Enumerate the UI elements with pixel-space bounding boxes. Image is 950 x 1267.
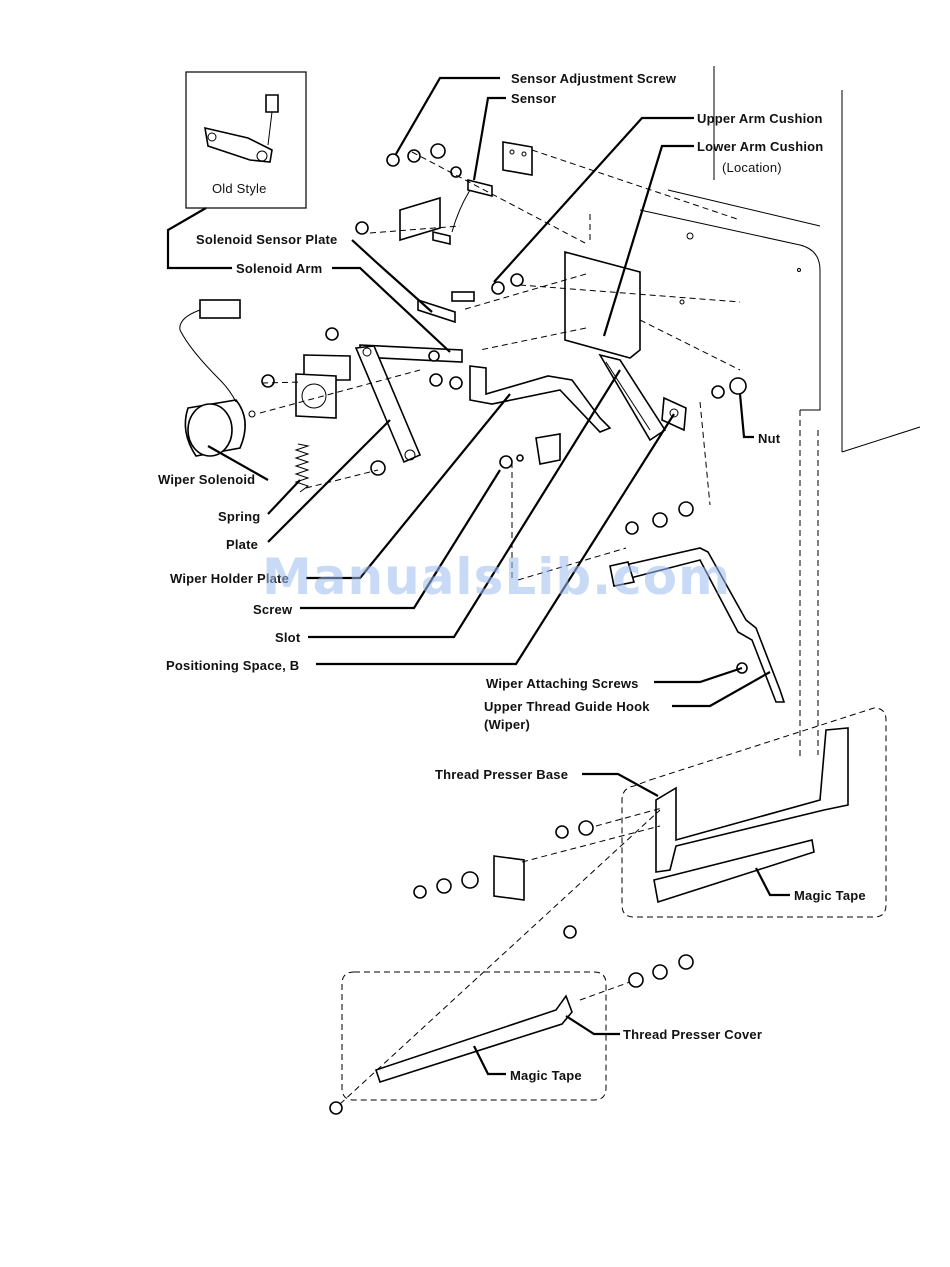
sensor-label: Sensor (511, 91, 557, 106)
wiper-arm-drawing (609, 547, 786, 703)
spring-drawing (294, 443, 379, 493)
label-leader-lines (207, 76, 790, 1076)
thread-presser-cover-label: Thread Presser Cover (623, 1027, 763, 1042)
positioning-space-label: Positioning Space, B (166, 658, 300, 673)
nut-and-washers (625, 377, 747, 535)
old-style-label: Old Style (212, 181, 267, 196)
old-style-bracket-drawing (204, 94, 279, 163)
old-style-leader (166, 207, 232, 270)
thread-presser-cover-box (341, 971, 607, 1101)
sensor-adjustment-screw-label: Sensor Adjustment Screw (511, 71, 677, 86)
wiper-solenoid-drawing (179, 299, 256, 457)
plate-label: Plate (226, 537, 259, 552)
wiper-solenoid-label: Wiper Solenoid (158, 472, 256, 487)
wiper-holder-plate-label: Wiper Holder Plate (170, 571, 290, 586)
assembly-guide-lines (259, 149, 741, 581)
location-label: (Location) (722, 160, 782, 175)
thread-presser-base-drawing (413, 727, 849, 904)
thread-presser-cover-drawing (329, 809, 694, 1115)
wiper-label: (Wiper) (484, 717, 531, 732)
upper-thread-guide-hook-label: Upper Thread Guide Hook (484, 699, 650, 714)
slot-label: Slot (275, 630, 301, 645)
solenoid-arm-assembly (261, 298, 463, 476)
old-style-inset-box (185, 71, 307, 209)
upper-arm-cushion-label: Upper Arm Cushion (697, 111, 823, 126)
spring-label: Spring (218, 509, 261, 524)
nut-label: Nut (758, 431, 781, 446)
sensor-screws (355, 143, 524, 302)
solenoid-sensor-plate-label: Solenoid Sensor Plate (196, 232, 338, 247)
screw-label: Screw (253, 602, 293, 617)
watermark: ManualsLib.com (262, 548, 732, 606)
wiper-attaching-screws-label: Wiper Attaching Screws (486, 676, 639, 691)
magic-tape-upper-label: Magic Tape (794, 888, 866, 903)
machine-frame (639, 66, 921, 760)
thread-presser-base-label: Thread Presser Base (435, 767, 569, 782)
lower-arm-cushion-label: Lower Arm Cushion (697, 139, 824, 154)
magic-tape-lower-label: Magic Tape (510, 1068, 582, 1083)
solenoid-sensor-mounting-plate (564, 250, 641, 359)
solenoid-arm-label: Solenoid Arm (236, 261, 323, 276)
